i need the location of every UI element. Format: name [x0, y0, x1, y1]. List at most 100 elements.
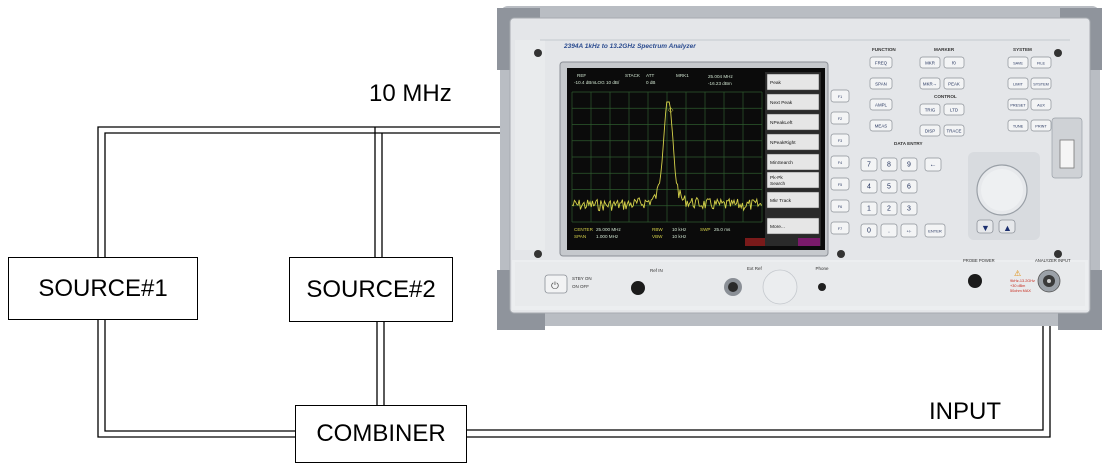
- function-key-2[interactable]: AMPL: [869, 98, 893, 111]
- warning-line: 9kHz-13.2GHz: [1010, 279, 1035, 283]
- system-key-2-frame: [1007, 77, 1029, 90]
- control-key-3-label: TRACE: [947, 128, 962, 133]
- system-key-6[interactable]: TUNE: [1007, 119, 1029, 132]
- system-key-3-frame: [1030, 77, 1052, 90]
- function-key-3[interactable]: MEAS: [869, 119, 893, 132]
- system-key-1-frame: [1030, 56, 1052, 69]
- control-key-3[interactable]: TRACE: [943, 124, 965, 137]
- screen-rbw-label: RBW: [652, 227, 663, 232]
- system-key-7[interactable]: PRINT: [1030, 119, 1052, 132]
- screen-scale-value: LOG 10 dB/: [595, 80, 620, 85]
- menu-item-frame: [766, 191, 820, 209]
- keypad-key-3[interactable]: ←: [924, 157, 942, 172]
- keypad-key-7[interactable]: 1: [860, 201, 878, 216]
- control-key-2[interactable]: DISP: [919, 124, 941, 137]
- menu-item-frame: [766, 171, 820, 189]
- ref-clock-label: 10 MHz: [369, 80, 452, 107]
- marker-key-0-frame: [919, 56, 941, 69]
- function-key-0[interactable]: FREQ: [869, 56, 893, 69]
- keypad-key-9[interactable]: 3: [900, 201, 918, 216]
- keypad-key-10[interactable]: 0: [860, 223, 878, 238]
- control-key-1[interactable]: LTD: [943, 103, 965, 116]
- keypad-key-12-label: +/-: [907, 228, 912, 233]
- probe-power-connector[interactable]: [968, 274, 982, 288]
- warning-line: +30 dBm: [1010, 284, 1025, 288]
- keypad-key-5[interactable]: 5: [880, 179, 898, 194]
- keypad-key-1[interactable]: 8: [880, 157, 898, 172]
- keypad-key-11-label: .: [888, 227, 890, 234]
- phone-jack[interactable]: [818, 283, 826, 291]
- control-key-0[interactable]: TRIG: [919, 103, 941, 116]
- arrow-up-button[interactable]: [998, 219, 1016, 234]
- menu-item-label: Search: [770, 181, 786, 187]
- keypad-key-5-frame: [880, 179, 898, 194]
- keypad-key-13[interactable]: ENTER: [924, 223, 946, 238]
- softkey-f4-frame: [830, 155, 850, 169]
- system-key-3[interactable]: SYSTEM: [1030, 77, 1052, 90]
- softkey-f5-label: F5: [838, 183, 842, 187]
- softkey-f4[interactable]: F4: [830, 155, 850, 169]
- source1-box: SOURCE#1: [8, 257, 198, 320]
- warning-icon: ⚠: [1014, 269, 1021, 278]
- softkey-f6-label: F6: [838, 205, 842, 209]
- keypad-key-11[interactable]: .: [880, 223, 898, 238]
- softkey-f3-frame: [830, 133, 850, 147]
- arrow-down-button[interactable]: [976, 219, 994, 234]
- keypad-key-5-label: 5: [887, 183, 891, 190]
- function-key-2-label: AMPL: [875, 102, 888, 107]
- function-section-label: FUNCTION: [872, 47, 896, 52]
- screen-sweep-value: 25.0 ms: [714, 227, 731, 232]
- softkey-f2[interactable]: F2: [830, 111, 850, 125]
- warning-line: 50ohm MAX: [1010, 289, 1031, 293]
- menu-item-frame: [766, 217, 820, 235]
- function-key-1-label: SPAN: [875, 81, 887, 86]
- ref-in-connector[interactable]: [631, 281, 645, 295]
- power-button[interactable]: [544, 274, 568, 294]
- marker-key-3[interactable]: PEAK: [943, 77, 965, 90]
- system-key-2[interactable]: LIMIT: [1007, 77, 1029, 90]
- menu-item-frame: [766, 93, 820, 111]
- marker-key-1-frame: [943, 56, 965, 69]
- keypad-key-2-label: 9: [907, 161, 911, 168]
- system-key-5[interactable]: AUX: [1030, 98, 1052, 111]
- softkey-f7[interactable]: F7: [830, 221, 850, 235]
- softkey-f5[interactable]: F5: [830, 177, 850, 191]
- probe-power-label: PROBE POWER: [963, 258, 995, 263]
- softkey-f6-frame: [830, 199, 850, 213]
- softkey-f7-frame: [830, 221, 850, 235]
- menu-item-label: Peak: [770, 80, 782, 86]
- keypad-key-0[interactable]: 7: [860, 157, 878, 172]
- marker-key-2[interactable]: MKR→: [919, 77, 941, 90]
- system-key-4[interactable]: PRESET: [1007, 98, 1029, 111]
- keypad-key-8[interactable]: 2: [880, 201, 898, 216]
- keypad-key-2[interactable]: 9: [900, 157, 918, 172]
- screen-ref-value: -10.4 dBm: [574, 80, 595, 85]
- keypad-key-6[interactable]: 6: [900, 179, 918, 194]
- softkey-f1[interactable]: F1: [830, 89, 850, 103]
- softkey-f3[interactable]: F3: [830, 133, 850, 147]
- usb-port[interactable]: [1059, 139, 1075, 169]
- input-label: INPUT: [929, 398, 1001, 425]
- function-key-1[interactable]: SPAN: [869, 77, 893, 90]
- keypad-key-4-label: 4: [867, 183, 871, 190]
- control-key-3-frame: [943, 124, 965, 137]
- marker-key-1[interactable]: f0: [943, 56, 965, 69]
- marker-key-0[interactable]: MKR: [919, 56, 941, 69]
- screen-vbw-value: 10 kHz: [672, 234, 687, 239]
- keypad-key-12[interactable]: +/-: [900, 223, 918, 238]
- system-key-3-label: SYSTEM: [1033, 82, 1049, 86]
- system-key-1[interactable]: FILE: [1030, 56, 1052, 69]
- softkey-f6[interactable]: F6: [830, 199, 850, 213]
- keypad-key-1-frame: [880, 157, 898, 172]
- screen-att-value: 0 dB: [646, 80, 655, 85]
- keypad-key-4[interactable]: 4: [860, 179, 878, 194]
- system-key-4-frame: [1007, 98, 1029, 111]
- softkey-f2-label: F2: [838, 117, 842, 121]
- function-key-0-frame: [869, 56, 893, 69]
- system-key-0[interactable]: SAVE: [1007, 56, 1029, 69]
- function-key-2-frame: [869, 98, 893, 111]
- spectrum-trace: [571, 101, 762, 212]
